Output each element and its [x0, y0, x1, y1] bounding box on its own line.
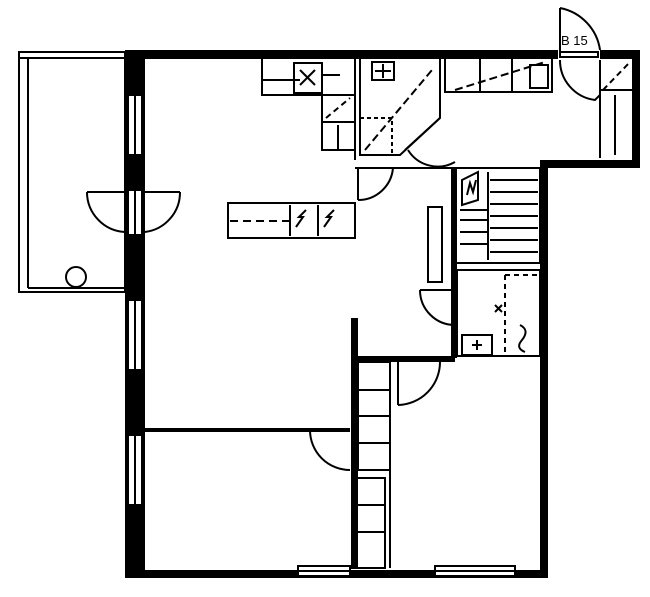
kitchen-door [357, 167, 394, 202]
balcony [18, 51, 182, 293]
interior-walls [145, 168, 457, 568]
washbasin-icon [371, 61, 395, 81]
wardrobe [427, 206, 443, 283]
kitchen-island [227, 202, 356, 239]
unit-label: B 15 [561, 33, 588, 48]
entrance-door[interactable] [558, 7, 601, 102]
sink-icon [299, 69, 316, 86]
storage-row [444, 59, 632, 158]
wc [456, 269, 541, 357]
bedroom-1-door [309, 429, 351, 471]
closets [351, 361, 391, 569]
drain-icon [65, 266, 87, 288]
appliance-icon [295, 209, 335, 228]
sauna [427, 167, 541, 283]
bathroom-door[interactable] [404, 117, 456, 168]
kitchen [227, 59, 356, 239]
windows [127, 51, 599, 577]
bedroom-2-door [397, 361, 441, 406]
balcony-door[interactable] [85, 191, 182, 233]
wc-door [419, 289, 456, 326]
